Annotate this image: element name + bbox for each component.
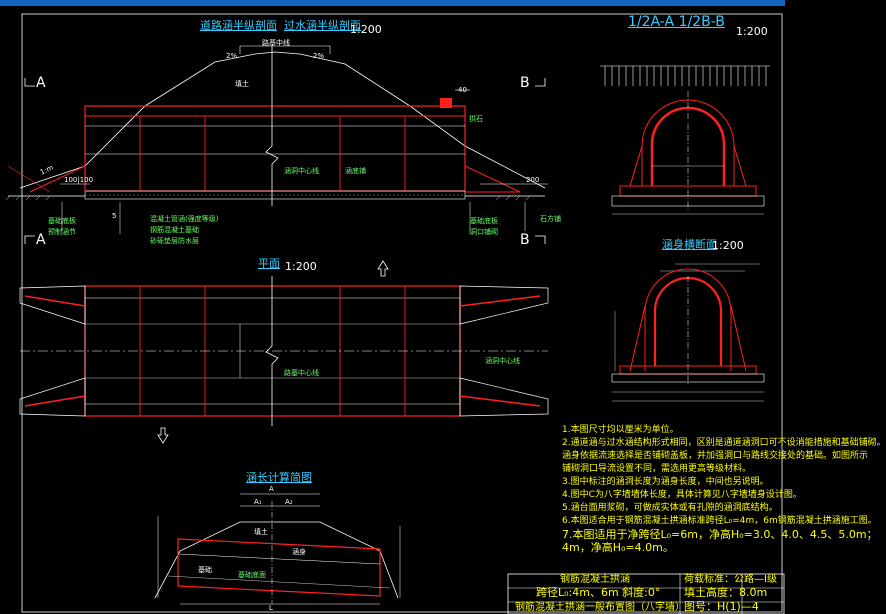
note-arch: 拱石 xyxy=(469,115,483,123)
title-block-frame xyxy=(507,573,785,614)
note-base-right-1: 基础底板 xyxy=(470,217,498,225)
dims-left: 100|100 xyxy=(64,176,94,184)
note-center-2: 钢筋混凝土基础 xyxy=(150,226,199,234)
note-stone: 石方铺 xyxy=(540,215,561,223)
calc-label-base2: 基础底面 xyxy=(238,571,266,579)
scale-longitudinal: 1:200 xyxy=(350,23,382,36)
longitudinal-section xyxy=(5,45,548,244)
cross-section-ab xyxy=(600,65,770,215)
water-flow-label: 涵底铺 xyxy=(345,167,366,175)
dim-200: 200 xyxy=(526,176,540,184)
scale-plan: 1:200 xyxy=(285,260,317,273)
calc-label-fill: 填土 xyxy=(254,528,268,536)
note-line: 6.本图适合用于钢筋混凝土拱涵标准跨径L₀=4m，6m钢筋混凝土拱涵施工图。 xyxy=(562,516,877,526)
tb-row3-right: 图号：H(1)—4 xyxy=(684,600,759,613)
note-base-left-1: 基础底板 xyxy=(48,217,76,225)
calc-label-a: A xyxy=(269,485,274,493)
note-line: 2.通道涵与过水涵结构形式相同，区别是通道涵洞口可不设消能措施和基础铺砌。 xyxy=(562,438,886,448)
marker-a-bottom: A xyxy=(36,232,46,248)
tb-row2-right: 填土高度：8.0m xyxy=(684,586,768,599)
calc-label-l: L xyxy=(269,604,273,612)
calc-label-base: 基础 xyxy=(198,566,212,574)
title-calc: 涵长计算简图 xyxy=(246,471,312,484)
culvert-axis-label: 涵洞中心线 xyxy=(284,167,319,175)
drawing-svg xyxy=(5,13,785,614)
plan-view xyxy=(19,260,549,444)
note-center-3: 砂砾垫层防水层 xyxy=(150,237,199,245)
note-line: 4.图中C为八字墙墙体长度，具体计算见八字墙墙身设计图。 xyxy=(562,490,802,500)
fill-label: 填土 xyxy=(235,80,249,88)
title-cross-section-ab: 1/2A-A 1/2B-B xyxy=(628,14,725,30)
scale-end-front: 1:200 xyxy=(712,239,744,252)
title-plan: 平面 xyxy=(258,257,280,270)
slope-left: 2% xyxy=(226,52,238,60)
note-line: 5.涵台面用浆砌，可做成实体或有孔隙的涵洞底结构。 xyxy=(562,503,778,513)
calc-label-a2: A₂ xyxy=(285,498,293,506)
end-front-view xyxy=(611,263,765,402)
note-line: 1.本图尺寸均以厘米为单位。 xyxy=(562,425,679,435)
calc-label-culvert: 涵身 xyxy=(292,548,306,556)
scale-cross-section-ab: 1:200 xyxy=(736,25,768,38)
title-longitudinal-right: 过水涵半纵剖面 xyxy=(284,19,361,32)
title-longitudinal-left: 道路涵半纵剖面 xyxy=(200,19,277,32)
note-center-1: 混凝土管涵(强度等级) xyxy=(150,215,219,223)
note-line: 4m，净高H₀=4.0m。 xyxy=(562,541,674,554)
dim-40: 40 xyxy=(458,86,467,94)
notes-block: 1.本图尺寸均以厘米为单位。 2.通道涵与过水涵结构形式相同，区别是通道涵洞口可… xyxy=(562,424,886,554)
calc-label-a1: A₁ xyxy=(254,498,262,506)
tb-row3-left: 钢筋混凝土拱涵一般布置图（八字墙） xyxy=(515,602,685,613)
dim-5: 5 xyxy=(112,212,117,220)
marker-b-top: B xyxy=(520,75,530,91)
title-end-front: 涵身横断面 xyxy=(662,238,717,251)
calc-sketch xyxy=(154,493,401,605)
note-line: 7.本图适用于净跨径L₀=6m，净高H₀=3.0、4.0、4.5、5.0m； xyxy=(562,528,878,541)
drawing-border xyxy=(21,13,783,613)
note-line: 铺砌洞口导流设置不同，需选用更高等级材料。 xyxy=(562,464,752,474)
tb-row2-left: 跨径L₀:4m、6m 斜度:0° xyxy=(536,586,661,599)
note-line: 3.图中标注的涵洞长度为涵身长度，中间也另说明。 xyxy=(562,477,769,487)
tb-row1-right: 荷载标准：公路—Ⅰ级 xyxy=(684,574,777,585)
plan-culvert-label: 涵洞中心线 xyxy=(485,357,520,365)
tb-row1-left: 钢筋混凝土拱涵 xyxy=(560,574,630,585)
note-line: 涵身依据流速选择是否铺砌盖板，并加强洞口与路线交接处的基础。如图所示 xyxy=(562,451,869,461)
slope-right: 2% xyxy=(313,52,325,60)
note-base-left-2: 预制涵节 xyxy=(48,228,76,236)
marker-b-bottom: B xyxy=(520,232,530,248)
marker-a-top: A xyxy=(36,75,46,91)
note-base-right-2: 洞口铺砌 xyxy=(470,228,498,236)
plan-center-label: 路基中心线 xyxy=(284,369,319,377)
road-center-label: 路基中线 xyxy=(262,39,290,47)
